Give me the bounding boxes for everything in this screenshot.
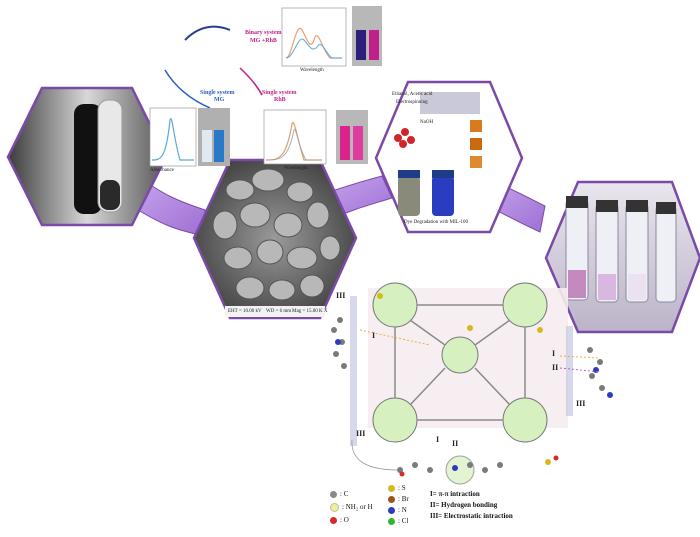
label-III-top: III	[336, 291, 346, 300]
fiber-label-degradation: Dye Degradation with MIL-100	[404, 220, 469, 225]
mof-structure	[331, 282, 613, 485]
bromine-swatch	[388, 495, 395, 503]
fiber-label-solvent: Ethanol, Acetic acid	[392, 92, 433, 97]
nh2-swatch	[330, 503, 339, 512]
label-I-right: I	[552, 349, 556, 358]
binary-system-label: Binary system	[245, 30, 282, 36]
chlorine-swatch	[388, 517, 395, 525]
nitrogen-swatch	[388, 506, 395, 514]
single-mg-label: Single system	[200, 90, 235, 96]
label-III-bottom: III	[356, 429, 366, 438]
label-I-bottom: I	[436, 435, 440, 444]
interaction-legend-3: III= Electrostatic intraction	[430, 512, 513, 520]
single-rhb-label: Single system	[262, 90, 297, 96]
binary-dyes-label: MG +RhB	[250, 38, 277, 44]
interaction-legend-2: II= Hydrogen bonding	[430, 501, 498, 509]
sem-particles	[212, 168, 341, 301]
sem-footer-mag: Mag = 15.00 K X	[292, 309, 328, 314]
carbon-swatch	[330, 490, 337, 498]
label-II-bottom: II	[452, 439, 459, 448]
legend-item-s: : S	[388, 484, 406, 492]
sem-footer-wd: WD = 6 mm	[266, 309, 292, 314]
top-spectrum-xlabel: Wavelength	[300, 68, 324, 73]
tube-dark	[74, 104, 102, 214]
legend-item-br: : Br	[388, 495, 409, 503]
legend-item-nh2: : NH₂ or H	[330, 503, 373, 512]
interaction-legend-1: I= π-π intraction	[430, 490, 480, 498]
single-mg-dye: MG	[214, 97, 225, 103]
legend-item-o: : O	[330, 516, 349, 524]
left-spectrum-ylabel: Absorbance	[150, 168, 174, 173]
sem-footer-eht: EHT = 10.00 kV	[228, 309, 262, 314]
label-II-right: II	[552, 363, 559, 372]
label-I-left: I	[372, 331, 376, 340]
bottle-after	[432, 176, 454, 216]
fiber-label-electrospinning: Electrospinning	[396, 100, 428, 105]
legend-item-n: : N	[388, 506, 407, 514]
mid-spectrum-xlabel: Wavelength	[284, 166, 308, 171]
sulfur-swatch	[388, 484, 395, 492]
legend-item-cl: : Cl	[388, 517, 408, 525]
legend-item-c: : C	[330, 490, 348, 498]
oxygen-swatch	[330, 516, 337, 524]
bottle-before	[398, 176, 420, 216]
label-III-right: III	[576, 399, 586, 408]
vials	[565, 196, 677, 303]
fiber-label-naoh: NaOH	[420, 120, 434, 125]
single-rhb-dye: RhB	[274, 97, 286, 103]
